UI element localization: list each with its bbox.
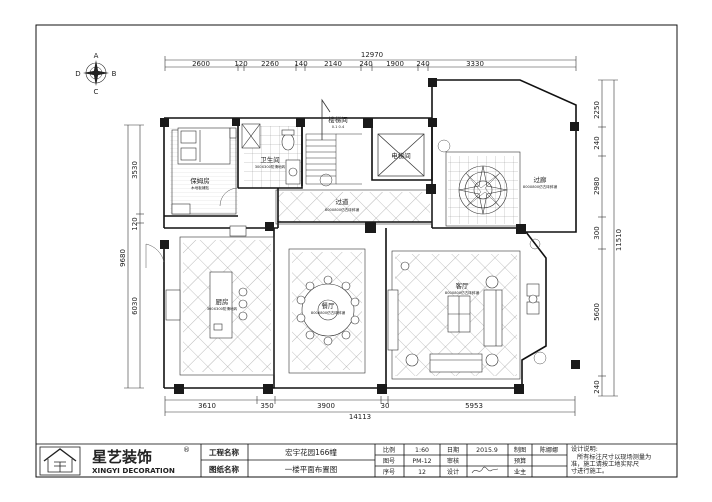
room-note-bathroom: 300X300防滑地砖 xyxy=(255,164,286,169)
date-value: 2015.9 xyxy=(476,447,498,454)
right-dim-2: 240 xyxy=(593,136,601,149)
left-total-dimension: 9680 xyxy=(119,249,127,267)
left-dimension-line xyxy=(124,124,144,389)
right-dim-5: 5600 xyxy=(593,303,601,321)
room-note-corridor: 800X800仿古砖斜铺 xyxy=(325,207,360,212)
drawing-value: 一楼平面布置图 xyxy=(285,464,338,474)
dining-table-icon xyxy=(296,275,360,346)
bottom-dim-3: 3900 xyxy=(317,402,335,410)
room-label-corridor: 过道 xyxy=(336,197,350,206)
left-dim-3: 6030 xyxy=(131,297,139,315)
drafter-label: 制图 xyxy=(514,446,526,454)
top-dim-8: 240 xyxy=(416,60,429,68)
left-dim-1: 3530 xyxy=(131,161,139,179)
right-dim-3: 2980 xyxy=(593,177,601,195)
top-dim-5: 2140 xyxy=(324,60,342,68)
sofa-set-icon xyxy=(387,261,503,373)
top-dim-1: 2600 xyxy=(192,60,210,68)
project-value: 宏宇花园166幢 xyxy=(285,447,337,457)
kitchen-island-icon xyxy=(165,271,248,339)
door-swing-icon-2 xyxy=(145,243,165,268)
drawing-label: 图纸名称 xyxy=(209,464,239,474)
room-label-dining: 餐厅 xyxy=(322,301,336,310)
design-notes-line-2: 准，施工请按工地实际尺 xyxy=(571,460,639,468)
top-dim-6: 240 xyxy=(359,60,372,68)
company-name-cn: 星艺装饰 xyxy=(92,448,152,466)
bed-icon xyxy=(177,127,237,165)
review-label: 审核 xyxy=(447,457,459,465)
number-value: PM-12 xyxy=(412,458,431,465)
date-label: 日期 xyxy=(447,446,459,454)
compass-north-label: A xyxy=(94,52,99,60)
sheet-border xyxy=(35,24,678,478)
room-label-elevator: 电梯间 xyxy=(391,151,411,160)
bottom-dim-1: 3610 xyxy=(198,402,216,410)
left-dim-2: 120 xyxy=(131,217,139,230)
right-total-dimension: 11510 xyxy=(615,229,623,251)
company-logo-icon xyxy=(39,446,81,476)
top-dimension-line xyxy=(164,56,577,71)
registered-mark: ® xyxy=(183,446,190,454)
room-label-bathroom: 卫生间 xyxy=(260,155,280,164)
corridor-floor xyxy=(278,192,430,222)
cabinet-icon xyxy=(171,203,191,215)
room-label-nanny: 保姆房 xyxy=(190,176,210,185)
room-note-dining: 800X800仿古砖斜铺 xyxy=(311,310,346,315)
right-dim-4: 300 xyxy=(593,226,601,239)
top-dim-9: 3330 xyxy=(466,60,484,68)
right-dimension-line xyxy=(598,79,618,397)
title-block xyxy=(35,443,678,478)
room-label-kitchen: 厨房 xyxy=(216,297,229,306)
company-name-en: XINGYI DECORATION xyxy=(92,466,175,475)
room-note-living: 800X800仿古砖斜铺 xyxy=(445,290,480,295)
floor-medallion-icon xyxy=(458,165,508,215)
designer-signature xyxy=(471,466,499,474)
design-notes-line-1: 所有标注尺寸以现场测量为 xyxy=(577,453,651,461)
compass-west-label: D xyxy=(75,70,80,78)
owner-label: 业主 xyxy=(514,468,526,476)
top-dim-4: 140 xyxy=(294,60,307,68)
project-label: 工程名称 xyxy=(209,447,239,457)
staircase-icon xyxy=(305,98,362,187)
design-notes-title: 设计说明: xyxy=(571,445,598,453)
bottom-dim-4: 30 xyxy=(381,402,390,410)
compass-icon: A C D B xyxy=(75,52,116,96)
bottom-dimension-line xyxy=(164,396,576,416)
right-dim-1: 2250 xyxy=(593,101,601,119)
top-dim-7: 1900 xyxy=(386,60,404,68)
number-label: 图号 xyxy=(383,458,395,465)
door-swing-icon xyxy=(219,187,239,207)
tv-cabinet-icon xyxy=(229,225,247,237)
drafter-value: 陈娜娜 xyxy=(540,446,559,454)
top-dim-2: 120 xyxy=(234,60,247,68)
bottom-total-dimension: 14113 xyxy=(349,413,371,421)
room-note-foyer: 800X800仿古砖斜铺 xyxy=(523,184,558,189)
top-dim-3: 2260 xyxy=(261,60,279,68)
plant-icon xyxy=(437,139,547,365)
room-label-foyer: 过廊 xyxy=(534,175,548,184)
room-label-living: 客厅 xyxy=(456,281,470,290)
budget-label: 预算 xyxy=(514,457,526,465)
structural-columns xyxy=(160,78,580,394)
scale-value: 1:60 xyxy=(415,447,429,454)
elevator-icon xyxy=(377,133,425,177)
room-label-stairwell: 楼梯间 xyxy=(328,115,348,124)
seq-label: 序号 xyxy=(383,468,395,476)
right-dim-6: 240 xyxy=(593,380,601,393)
room-note-nanny: 木地板铺贴 xyxy=(191,185,209,190)
design-notes-line-3: 寸进行施工。 xyxy=(571,467,608,475)
compass-east-label: B xyxy=(112,70,117,78)
room-note-kitchen: 300X300防滑地砖 xyxy=(207,306,238,311)
bottom-dim-2: 350 xyxy=(260,402,273,410)
seq-value: 12 xyxy=(418,469,426,476)
top-total-dimension: 12970 xyxy=(361,51,383,59)
bottom-dim-5: 5953 xyxy=(465,402,483,410)
room-note-stairwell: 0.1 0.4 xyxy=(332,125,345,129)
design-label: 设计 xyxy=(447,468,459,476)
scale-label: 比例 xyxy=(383,446,395,454)
bay-window-chairs-icon xyxy=(526,283,540,315)
bathroom-fixtures xyxy=(241,123,301,185)
compass-south-label: C xyxy=(94,88,99,96)
